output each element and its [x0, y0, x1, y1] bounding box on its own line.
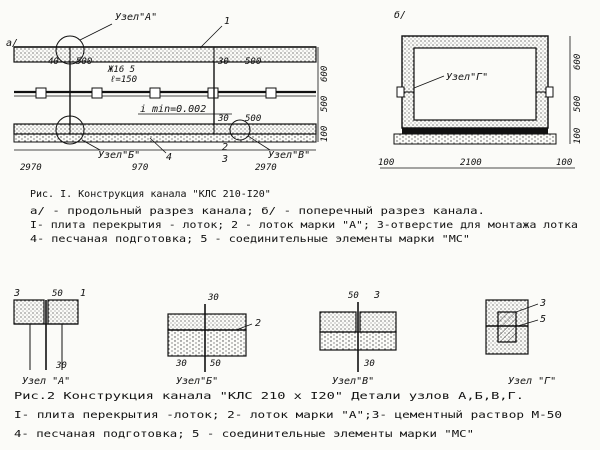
- node-a-circle: [55, 35, 85, 65]
- caption-figure-1: Рис. I. Конструкция канала "КЛС 210-I20"…: [30, 189, 578, 245]
- detail-g-n5: 5: [540, 314, 546, 325]
- fig-a-label: а/: [6, 38, 18, 49]
- node-b-label: Узел"Б": [98, 150, 140, 161]
- dim-500-right-a: 500: [320, 96, 330, 112]
- detail-g-n3: 3: [539, 298, 546, 309]
- dim-500-top-b: 500: [245, 57, 261, 67]
- connector-3: [149, 87, 161, 99]
- detail-a-n50: 50: [52, 289, 63, 299]
- caption1-title: Рис. I. Конструкция канала "КЛС 210-I20": [30, 189, 271, 200]
- dim-30-top: 30: [217, 57, 229, 67]
- detail-node-b: 30 2 30 50 Узел"Б": [167, 293, 261, 387]
- node-v-label: Узел"В": [268, 150, 310, 161]
- bottom-slab: [13, 123, 317, 135]
- detail-b-n30a: 30: [207, 293, 219, 303]
- slope-label: i min=0.002: [140, 104, 206, 115]
- detail-a-n1: 1: [80, 288, 86, 299]
- fig-b-dim-600: 600: [573, 54, 583, 70]
- connector-5: [265, 87, 277, 99]
- detail-b-n50: 50: [210, 359, 221, 369]
- dim-30-mid: 30: [217, 114, 229, 124]
- cross-section-inner: [413, 47, 537, 121]
- detail-b-n2: 2: [255, 318, 261, 329]
- connector-1: [35, 87, 47, 99]
- detail-b-name: Узел"Б": [176, 376, 218, 387]
- detail-node-a: 3 50 1 30 Узел "А": [13, 288, 86, 387]
- detail-v-name: Узел"В": [332, 376, 374, 387]
- caption-figure-2: Рис.2 Конструкция канала "КЛС 210 х I20"…: [14, 391, 562, 440]
- node-v-circle: [229, 119, 251, 141]
- spacing-label: ℓ=150: [110, 75, 137, 85]
- dim-2970-b: 2970: [255, 163, 277, 173]
- detail-v-n30: 30: [363, 359, 375, 369]
- dim-500-mid: 500: [245, 114, 261, 124]
- caption1-line2: I- плита перекрытия - лоток; 2 - лоток м…: [30, 220, 578, 231]
- dim-2970-a: 2970: [20, 163, 42, 173]
- callout-4: 4: [166, 152, 172, 163]
- detail-node-g: 3 5 Узел "Г": [485, 298, 556, 387]
- fig-b-dim-100: 100: [573, 128, 583, 144]
- dim-500-top-a: 500: [76, 57, 92, 67]
- caption1-line1: а/ - продольный разрез канала; б/ - попе…: [30, 205, 485, 217]
- detail-v-n3: 3: [373, 290, 380, 301]
- connector-4: [207, 87, 219, 99]
- fig-b-dim-500: 500: [573, 96, 583, 112]
- detail-v-n50: 50: [348, 291, 359, 301]
- connector-2: [91, 87, 103, 99]
- callout-3: 3: [221, 154, 228, 165]
- rebar-label: Ж16 5: [107, 65, 135, 75]
- node-b-circle: [55, 115, 85, 145]
- dim-970: 970: [132, 163, 148, 173]
- fig-b-dim-100-a: 100: [378, 158, 394, 168]
- node-a-label: Узел"А": [115, 12, 157, 23]
- cross-section-base: [402, 128, 548, 134]
- caption2-line1: I- плита перекрытия -лоток; 2- лоток мар…: [14, 409, 562, 421]
- detail-a-n3: 3: [13, 288, 20, 299]
- cross-section-sand: [393, 133, 557, 145]
- callout-1: 1: [224, 16, 230, 27]
- detail-a-name: Узел "А": [22, 376, 70, 387]
- node-g-label: Узел"Г": [446, 72, 488, 83]
- caption2-title: Рис.2 Конструкция канала "КЛС 210 х I20"…: [14, 391, 524, 402]
- fig-b-dim-100-b: 100: [556, 158, 572, 168]
- callout-2: 2: [222, 142, 228, 153]
- dim-600-right-a: 600: [320, 66, 330, 82]
- detail-node-v: 50 3 30 Узел"В": [319, 290, 397, 387]
- caption1-line3: 4- песчаная подготовка; 5 - соединительн…: [30, 234, 470, 245]
- figure-a-longitudinal-section: а/ Узел"А" Узел"Б" Узел"В": [6, 12, 330, 173]
- dim-100-right-a: 100: [320, 126, 330, 142]
- fig-b-dim-2100: 2100: [460, 158, 482, 168]
- sand-bed: [13, 133, 317, 143]
- figure-b-cross-section: б/ Узел"Г" 100 2100 100 600 500 100: [378, 9, 583, 169]
- fig-b-label: б/: [394, 9, 406, 21]
- caption2-line2: 4- песчаная подготовка; 5 - соединительн…: [14, 429, 474, 440]
- detail-g-name: Узел "Г": [508, 376, 556, 387]
- detail-b-n30b: 30: [175, 359, 187, 369]
- detail-a-n30: 30: [55, 361, 67, 371]
- dim-40: 40: [48, 57, 59, 67]
